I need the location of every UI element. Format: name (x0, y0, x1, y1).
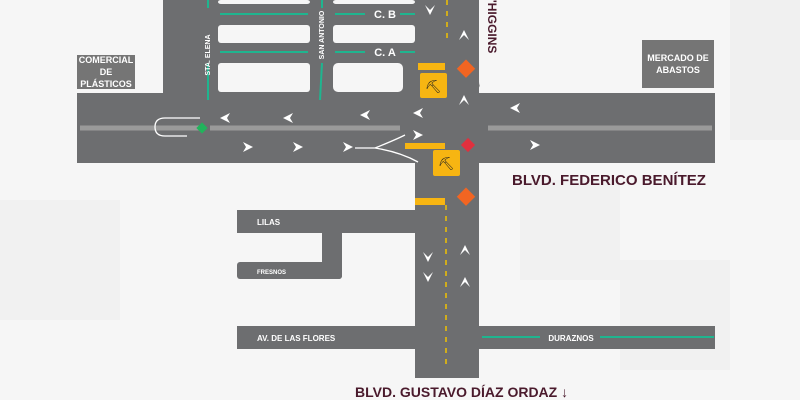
city-blocks (218, 0, 639, 92)
excavator-icon: ⛏ ⛏ (420, 73, 460, 176)
blvd-federico-benitez-label: BLVD. FEDERICO BENÍTEZ (512, 172, 706, 189)
landmark-mercado-abastos: MERCADO DE ABASTOS (642, 40, 714, 88)
green-lines (207, 0, 714, 338)
street-fresnos: FRESNOS (257, 270, 286, 276)
street-san-antonio: SAN ANTONIO (319, 10, 326, 59)
street-labels: C. B C. A STA. ELENA SAN ANTONIO LILAS F… (205, 0, 594, 343)
center-line (445, 0, 448, 366)
street-duraznos: DURAZNOS (548, 334, 594, 343)
street-ca: C. A (374, 47, 396, 59)
u-turn-line (154, 117, 200, 137)
warning-diamond-icon (196, 59, 476, 206)
background-tiles (0, 0, 800, 370)
traffic-arrows (220, 5, 540, 287)
closure-barriers (405, 63, 445, 205)
street-ohiggins: O'HIGGINS (485, 0, 499, 53)
detour-line (355, 134, 419, 163)
landmark-comercial-plasticos: COMERCIAL DE PLÁSTICOS (77, 55, 135, 89)
blvd-gustavo-diaz-ordaz-label: BLVD. GUSTAVO DÍAZ ORDAZ ↓ (355, 384, 569, 400)
street-cb: C. B (374, 9, 396, 21)
svg-text:⛏: ⛏ (425, 79, 442, 94)
street-flores: AV. DE LAS FLORES (257, 334, 336, 343)
svg-text:⛏: ⛏ (438, 156, 455, 171)
street-lilas: LILAS (257, 218, 281, 227)
street-sta-elena: STA. ELENA (205, 34, 212, 75)
